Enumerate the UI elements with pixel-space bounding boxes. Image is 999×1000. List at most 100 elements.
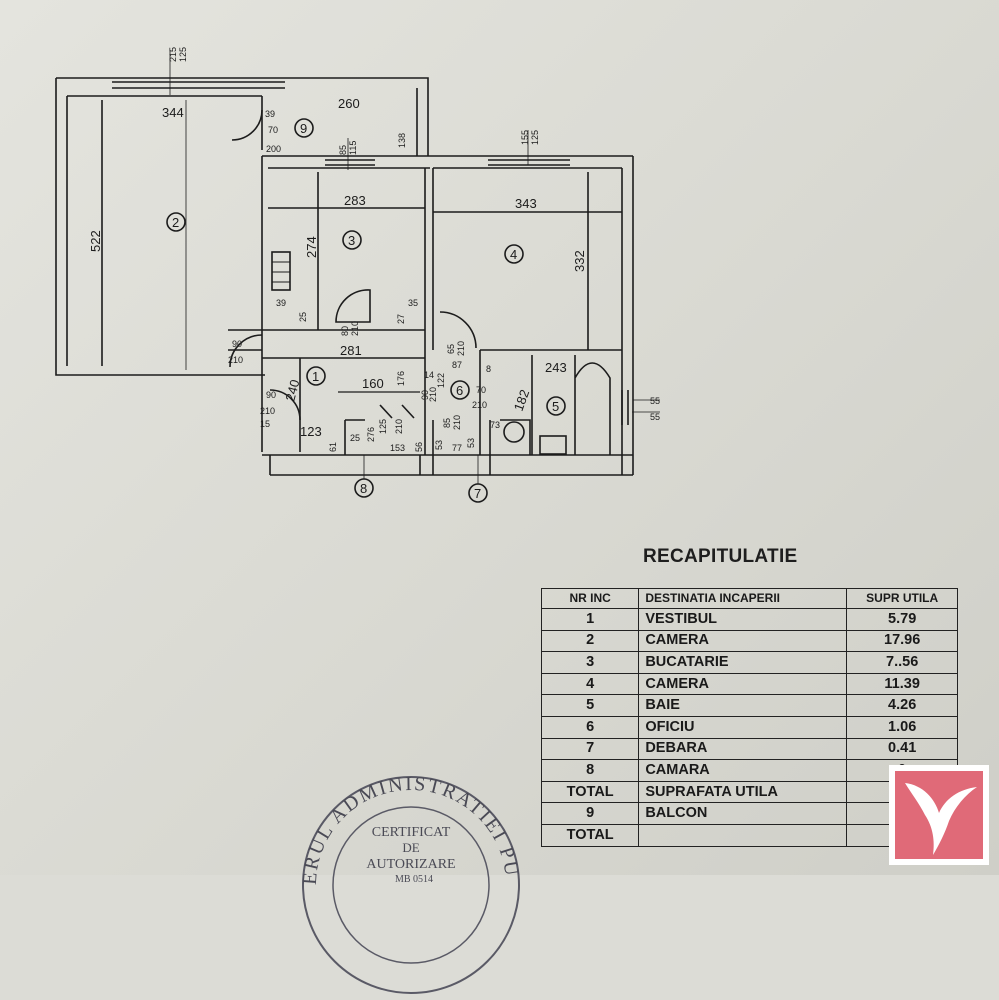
dim-35: 35 — [408, 298, 418, 308]
toilet-bowl — [503, 421, 525, 443]
dim-522: 522 — [88, 230, 103, 252]
dim-343: 343 — [515, 196, 537, 211]
dim-53-right: 53 — [466, 438, 476, 448]
stamp-line-number: MB 0514 — [395, 874, 433, 885]
door-arc-kitchen — [335, 289, 371, 323]
dim-56: 56 — [414, 442, 424, 452]
dim-70-top: 70 — [268, 125, 278, 135]
dim-123: 123 — [300, 424, 322, 439]
cell-nr: 1 — [540, 608, 640, 631]
dim-176: 176 — [396, 371, 406, 386]
recap-header-row: NR INC DESTINATIA INCAPERII SUPR UTILA — [540, 588, 958, 609]
wall-room3-inner — [268, 172, 622, 330]
wall-partition-34 — [424, 168, 434, 455]
cell-dest: VESTIBUL — [638, 608, 848, 631]
cell-nr: 9 — [540, 802, 640, 825]
dim-77: 77 — [452, 443, 462, 453]
dim-281: 281 — [340, 343, 362, 358]
dim-283: 283 — [344, 193, 366, 208]
door-arc-room4 — [439, 311, 477, 349]
dim-55-top: 55 — [650, 396, 660, 406]
dim-210-entry: 210 — [228, 355, 243, 365]
dim-276: 276 — [366, 427, 376, 442]
cell-dest: CAMERA — [638, 629, 848, 653]
dim-332: 332 — [572, 250, 587, 272]
dim-182: 182 — [511, 388, 533, 414]
dim-240: 240 — [282, 378, 302, 403]
authorization-stamp: ERUL ADMINISTRATIEI PU CERTIFICAT DE AUT… — [299, 773, 521, 994]
wall-closets — [344, 419, 531, 475]
wall-bath — [479, 349, 622, 455]
dim-138: 138 — [397, 133, 407, 148]
dim-155: 155 — [520, 130, 530, 145]
cell-supr: 5.79 — [846, 608, 958, 631]
door-arc-vest — [269, 389, 301, 421]
header-supr-utila: SUPR UTILA — [846, 588, 958, 609]
dim-73: 73 — [490, 420, 500, 430]
cell-dest: BALCON — [638, 802, 848, 825]
dim-61: 61 — [328, 442, 338, 452]
cell-dest — [638, 823, 848, 847]
recap-title: RECAPITULATIE — [643, 546, 798, 567]
door-arc-entry — [229, 334, 263, 368]
stamp-line-certificat: CERTIFICAT — [372, 825, 451, 840]
dim-80: 80 — [340, 326, 350, 336]
dim-90-vest: 90 — [266, 390, 276, 400]
dim-15: 15 — [260, 419, 270, 429]
cell-supr: 7..56 — [846, 651, 958, 674]
dim-55-bottom: 55 — [650, 412, 660, 422]
cell-dest: CAMERA — [638, 672, 848, 696]
dim-344: 344 — [162, 105, 184, 120]
wall-room2-outer — [55, 77, 429, 376]
dim-8: 8 — [486, 364, 491, 374]
room-number-2: 2 — [172, 215, 179, 230]
dim-125-closet: 125 — [378, 419, 388, 434]
cell-supr: 0.41 — [846, 737, 958, 761]
dim-210-vest: 210 — [260, 406, 275, 416]
cell-nr: 3 — [540, 651, 640, 674]
stove-lines — [272, 261, 290, 283]
cell-dest: OFICIU — [638, 715, 848, 739]
dim-125-room4: 125 — [530, 130, 540, 145]
room-number-9: 9 — [300, 121, 307, 136]
dim-160: 160 — [362, 376, 384, 391]
room-number-5: 5 — [552, 399, 559, 414]
wall-hall — [228, 329, 633, 476]
stamp-line-autorizare: AUTORIZARE — [366, 857, 455, 872]
cell-dest: DEBARA — [638, 737, 848, 761]
dim-210-debara: 210 — [452, 415, 462, 430]
cell-supr: 17.96 — [846, 629, 958, 653]
dim-210-oficiu: 210 — [428, 387, 438, 402]
cell-dest: BUCATARIE — [638, 651, 848, 674]
dim-70-oficiu: 70 — [476, 385, 486, 395]
dim-85-debara: 85 — [442, 418, 452, 428]
dim-115: 115 — [348, 141, 358, 155]
dim-14: 14 — [424, 370, 434, 380]
dim-39-kitchen: 39 — [276, 298, 286, 308]
door-arc-room2 — [231, 109, 263, 141]
cell-supr: 11.39 — [846, 672, 958, 696]
wall-room4-right — [587, 168, 623, 475]
leader-lines — [169, 50, 660, 413]
dim-153: 153 — [390, 443, 405, 453]
room-number-6: 6 — [456, 383, 463, 398]
dim-210-kitchen: 210 — [350, 321, 360, 336]
room-number-1: 1 — [312, 369, 319, 384]
dim-39-top: 39 — [265, 109, 275, 119]
cell-dest: BAIE — [638, 694, 848, 717]
dim-87: 87 — [452, 360, 462, 370]
wall-bottom-sep — [269, 455, 421, 475]
stove-rect — [271, 251, 291, 291]
room-number-8: 8 — [360, 481, 367, 496]
dim-122: 122 — [436, 373, 446, 388]
cell-supr: 4.26 — [846, 694, 958, 717]
dim-85-top: 85 — [338, 145, 348, 155]
cell-nr: TOTAL — [540, 780, 640, 804]
